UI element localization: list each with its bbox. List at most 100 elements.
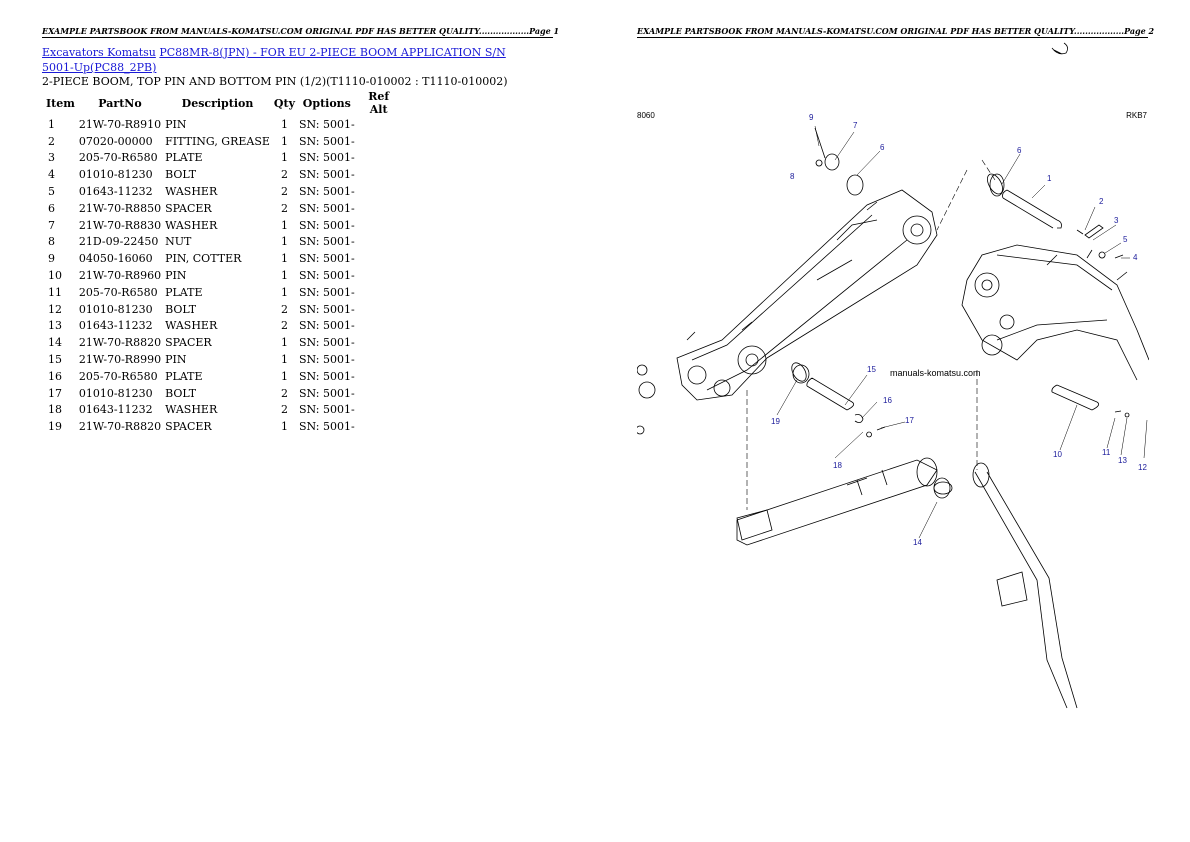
item-cell: 1	[48, 117, 55, 131]
item-cell: 12	[48, 302, 62, 316]
ref-alt-cell	[357, 200, 401, 217]
ref-alt-cell	[357, 234, 401, 251]
partno-cell: 07020-00000	[78, 134, 153, 148]
callout-7: 7	[853, 121, 858, 130]
column-header-qty: Qty	[273, 96, 295, 110]
qty-cell: 1	[280, 269, 288, 283]
ref-alt-cell	[357, 133, 401, 150]
qty-cell: 1	[280, 151, 288, 165]
description-cell: PLATE	[165, 285, 203, 299]
callout-4: 4	[1133, 253, 1138, 262]
table-row: 12 01010-81230 BOLT 2 SN: 5001-	[44, 301, 401, 318]
qty-cell: 2	[280, 201, 288, 215]
qty-cell: 2	[280, 319, 288, 333]
partno-cell: 21W-70-R8910	[78, 117, 162, 131]
partno-cell: 21W-70-R8830	[78, 218, 162, 232]
options-cell: SN: 5001-	[298, 201, 355, 215]
description-cell: WASHER	[165, 403, 218, 417]
partno-cell: 01010-81230	[78, 302, 153, 316]
table-header-row: Item PartNo Description Qty Options Ref …	[44, 90, 401, 116]
item-cell: 10	[48, 269, 62, 283]
item-cell: 2	[48, 134, 55, 148]
qty-cell: 1	[280, 235, 288, 249]
ref-alt-cell	[357, 402, 401, 419]
column-header-options: Options	[302, 96, 351, 110]
qty-cell: 1	[280, 252, 288, 266]
ref-alt-cell	[357, 351, 401, 368]
callout-6b: 6	[880, 143, 885, 152]
item-cell: 6	[48, 201, 55, 215]
item-cell: 4	[48, 168, 55, 182]
description-cell: SPACER	[165, 336, 212, 350]
callout-8: 8	[790, 172, 795, 181]
description-cell: PLATE	[165, 369, 203, 383]
qty-cell: 1	[280, 134, 288, 148]
options-cell: SN: 5001-	[298, 235, 355, 249]
description-cell: BOLT	[165, 302, 197, 316]
options-cell: SN: 5001-	[298, 386, 355, 400]
partno-cell: 205-70-R6580	[78, 285, 158, 299]
ref-alt-cell	[357, 334, 401, 351]
column-header-item: Item	[46, 96, 75, 110]
callout-10: 10	[1053, 450, 1062, 459]
qty-cell: 1	[280, 285, 288, 299]
item-cell: 9	[48, 252, 55, 266]
options-cell: SN: 5001-	[298, 336, 355, 350]
options-cell: SN: 5001-	[298, 369, 355, 383]
breadcrumb-link-excavators[interactable]: Excavators Komatsu	[42, 46, 156, 59]
description-cell: WASHER	[165, 218, 218, 232]
qty-cell: 2	[280, 302, 288, 316]
callout-11: 11	[1102, 448, 1111, 457]
boom-drawing: 1 2 3 4 5 6 6 7 8 9 10 11 12 13 14 15 16…	[637, 42, 1149, 709]
partno-cell: 205-70-R6580	[78, 369, 158, 383]
ref-alt-cell	[357, 150, 401, 167]
page-header-1: EXAMPLE PARTSBOOK FROM MANUALS-KOMATSU.C…	[42, 26, 560, 38]
qty-cell: 2	[280, 386, 288, 400]
description-cell: WASHER	[165, 319, 218, 333]
options-cell: SN: 5001-	[298, 302, 355, 316]
options-cell: SN: 5001-	[298, 353, 355, 367]
breadcrumb-link-model[interactable]: PC88MR-8(JPN) - FOR EU 2-PIECE BOOM APPL…	[42, 46, 506, 74]
parts-diagram: 8060 RKB7 manuals-komatsu.com	[637, 40, 1149, 720]
item-cell: 15	[48, 353, 62, 367]
page-header-2: EXAMPLE PARTSBOOK FROM MANUALS-KOMATSU.C…	[637, 26, 1155, 38]
page-title: 2-PIECE BOOM, TOP PIN AND BOTTOM PIN (1/…	[42, 75, 508, 88]
item-cell: 7	[48, 218, 55, 232]
qty-cell: 2	[280, 403, 288, 417]
callout-14: 14	[913, 538, 922, 547]
callout-12: 12	[1138, 463, 1147, 472]
partno-cell: 21D-09-22450	[78, 235, 159, 249]
callout-9: 9	[809, 113, 814, 122]
qty-cell: 1	[280, 353, 288, 367]
partno-cell: 21W-70-R8960	[78, 269, 162, 283]
ref-alt-cell	[357, 166, 401, 183]
options-cell: SN: 5001-	[298, 185, 355, 199]
options-cell: SN: 5001-	[298, 269, 355, 283]
callout-17: 17	[905, 416, 914, 425]
callout-16: 16	[883, 396, 892, 405]
callout-19: 19	[771, 417, 780, 426]
options-cell: SN: 5001-	[298, 285, 355, 299]
qty-cell: 1	[280, 218, 288, 232]
description-cell: SPACER	[165, 201, 212, 215]
partno-cell: 21W-70-R8820	[78, 420, 162, 434]
column-header-partno: PartNo	[98, 96, 142, 110]
description-cell: SPACER	[165, 420, 212, 434]
column-header-ref-alt: Ref Alt	[368, 90, 390, 116]
options-cell: SN: 5001-	[298, 420, 355, 434]
options-cell: SN: 5001-	[298, 319, 355, 333]
callout-13: 13	[1118, 456, 1127, 465]
item-cell: 16	[48, 369, 62, 383]
description-cell: BOLT	[165, 386, 197, 400]
